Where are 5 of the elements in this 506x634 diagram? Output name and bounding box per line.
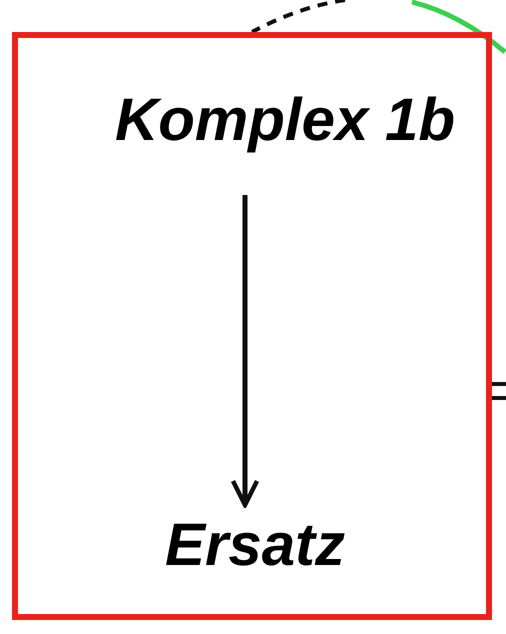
handwritten-label: Ersatz bbox=[125, 505, 385, 585]
frame-box bbox=[12, 32, 492, 620]
arrow bbox=[230, 195, 260, 508]
dashed-connector bbox=[251, 0, 346, 34]
handwritten-label: Komplex 1b bbox=[95, 80, 475, 160]
